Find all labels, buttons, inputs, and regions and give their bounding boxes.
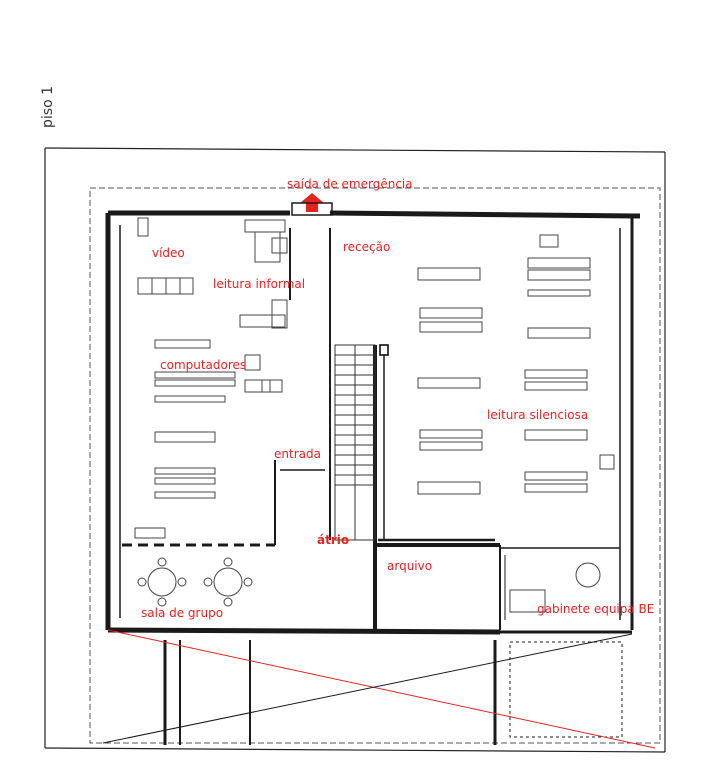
- label-computers: computadores: [160, 358, 247, 372]
- exit-arrow-icon: [291, 193, 333, 216]
- group-room-tables: [137, 557, 253, 607]
- label-atrium: átrio: [317, 533, 350, 547]
- furniture-left: [134, 217, 288, 539]
- label-video: vídeo: [152, 246, 185, 260]
- lower-block: [163, 640, 623, 745]
- label-reception: receção: [343, 240, 391, 254]
- label-emergency-exit: saída de emergência: [287, 177, 413, 191]
- label-silent-reading: leitura silenciosa: [487, 408, 589, 422]
- plan-frame: [44, 147, 666, 753]
- team-office-furniture: [509, 562, 601, 613]
- crossout-black: [102, 633, 633, 744]
- exterior-walls: [105, 210, 641, 635]
- staircase: [334, 344, 376, 541]
- site-boundary: [89, 187, 661, 744]
- crossout-red: [107, 629, 656, 749]
- label-informal-reading: leitura informal: [213, 277, 306, 291]
- stair-column: [379, 344, 389, 356]
- interior-walls: [122, 228, 620, 630]
- label-group-room: sala de grupo: [141, 606, 224, 620]
- label-team-office: gabinete equipa BE: [537, 602, 655, 616]
- furniture-right: [417, 234, 615, 495]
- label-entrance: entrada: [274, 447, 321, 461]
- label-archive: arquivo: [387, 559, 433, 573]
